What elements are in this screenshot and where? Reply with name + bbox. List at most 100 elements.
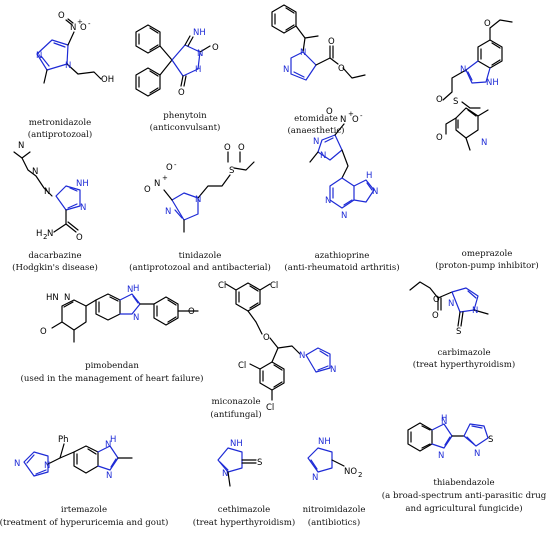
compound-name: phenytoin — [163, 111, 207, 121]
s-atom: S — [229, 166, 234, 176]
s-atom: S — [453, 97, 458, 107]
cl-atom: Cl — [238, 361, 246, 371]
compound-use: (a broad-spectrum anti-parasitic drug — [382, 490, 547, 501]
n-atom: N — [70, 23, 76, 33]
n-atom: N — [340, 115, 346, 125]
no2-group: NO — [344, 467, 357, 477]
cl-atom: Cl — [270, 281, 278, 291]
compound-use: (proton-pump inhibitor) — [435, 260, 539, 271]
s-atom: S — [488, 435, 493, 445]
n-atom: N — [80, 203, 86, 213]
svg-text:N: N — [47, 229, 53, 239]
compound-use: (anticonvulsant) — [150, 122, 221, 133]
n-atom: N — [165, 207, 171, 217]
compound-name: etomidate — [294, 114, 338, 124]
n-atom: N — [312, 473, 318, 483]
n-atom: N — [105, 440, 111, 450]
n-atom: N — [197, 49, 203, 59]
pimobendan-structure: HN N O H N N O — [40, 284, 199, 343]
cl-atom: Cl — [266, 403, 274, 413]
n-atom: N — [481, 138, 487, 148]
phenytoin-structure: N H NH O O — [135, 24, 219, 98]
o-atom: O — [433, 295, 440, 305]
compound-use: (antiprotozoal) — [28, 129, 93, 140]
n-atom: N — [127, 285, 133, 295]
h2n-group: H — [36, 229, 42, 239]
svg-text:+: + — [348, 110, 354, 118]
nh-atom: H — [133, 284, 139, 294]
nh-atom: H — [366, 171, 372, 181]
n-atom: N — [283, 65, 289, 75]
n-atom: N — [300, 48, 306, 58]
o-atom: O — [80, 23, 87, 33]
n-atom: N — [18, 141, 24, 151]
nh-atom: NH — [318, 437, 331, 447]
nh-atom: H — [441, 414, 447, 424]
o-atom: O — [238, 143, 245, 153]
o-atom: O — [166, 163, 173, 173]
compound-use: (antibiotics) — [308, 517, 360, 528]
n-atom: N — [64, 293, 70, 303]
compound-name: azathioprine — [315, 251, 370, 261]
n-atom: N — [372, 187, 378, 197]
n-atom: N — [44, 187, 50, 197]
compound-name: nitroimidazole — [303, 505, 366, 515]
compound-use: (Hodgkin's disease) — [12, 262, 98, 273]
etomidate-structure: N N O O — [271, 4, 366, 81]
ph-group: Ph — [58, 435, 69, 445]
o-atom: O — [212, 43, 219, 53]
compound-use: (anaesthetic) — [287, 125, 344, 136]
n-atom: N — [195, 195, 201, 205]
n-atom: N — [299, 351, 305, 361]
n-atom: N — [32, 167, 38, 177]
o-atom: O — [76, 233, 83, 243]
s-atom: S — [257, 458, 262, 468]
hn-atom: HN — [46, 293, 59, 303]
n-atom: N — [14, 459, 20, 469]
o-atom: O — [188, 307, 195, 317]
nh-atom: H — [110, 435, 116, 445]
n-atom: N — [330, 365, 336, 375]
azathioprine-structure: N + O - O N N N N N H — [309, 107, 378, 221]
miconazole-structure: Cl Cl O Cl Cl N N — [218, 281, 336, 413]
compound-name: irtemazole — [61, 505, 107, 515]
compound-name: cethimazole — [218, 505, 270, 515]
svg-text:-: - — [174, 161, 177, 169]
compound-use: (treat hyperthyroidism) — [193, 517, 295, 528]
n-atom: N — [438, 451, 444, 461]
svg-text:+: + — [162, 174, 168, 182]
compound-name: pimobendan — [85, 361, 139, 371]
n-atom: NH — [193, 28, 206, 38]
cethimazole-structure: NH N S — [217, 439, 262, 487]
n-atom: N — [460, 65, 466, 75]
n-atom: N — [448, 299, 454, 309]
compound-name: miconazole — [211, 397, 260, 407]
n-atom: N — [133, 313, 139, 323]
cl-atom: Cl — [218, 281, 226, 291]
n-atom: N — [320, 151, 326, 161]
compound-use: (antifungal) — [210, 409, 261, 420]
metronidazole-structure: N N N + O - O OH — [36, 11, 114, 85]
n-atom: N — [44, 461, 50, 471]
nh-atom: NH — [486, 78, 499, 88]
compound-use: (treatment of hyperuricemia and gout) — [0, 517, 168, 528]
svg-text:2: 2 — [358, 471, 362, 479]
n-atom: N — [325, 196, 331, 206]
o-atom: O — [352, 115, 359, 125]
tinidazole-structure: N + O - O N N S O O — [144, 143, 255, 233]
n-atom: N — [474, 449, 480, 459]
o-atom: O — [224, 143, 231, 153]
o-atom: O — [58, 11, 65, 21]
compound-name: dacarbazine — [28, 251, 81, 261]
compound-use: (used in the management of heart failure… — [21, 373, 204, 384]
o-atom: O — [328, 37, 335, 47]
o-atom: O — [263, 333, 270, 343]
n-atom: N — [441, 417, 447, 427]
o-atom: O — [40, 327, 47, 337]
svg-text:2: 2 — [43, 233, 47, 241]
o-atom: O — [436, 95, 443, 105]
n-atom: N — [36, 51, 42, 61]
oh-atom: OH — [101, 75, 114, 85]
